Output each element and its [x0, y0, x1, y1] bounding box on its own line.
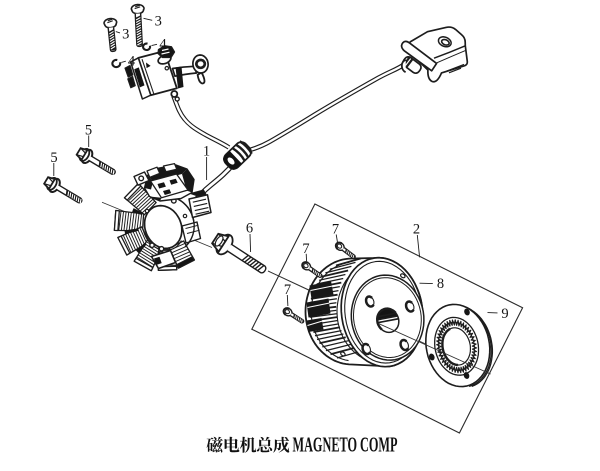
svg-text:4: 4	[128, 53, 136, 69]
svg-text:5: 5	[85, 122, 92, 138]
svg-text:MAGNETO COMP: MAGNETO COMP	[293, 433, 398, 457]
svg-text:3: 3	[155, 13, 162, 29]
svg-text:6: 6	[246, 220, 253, 236]
svg-text:5: 5	[50, 150, 57, 166]
svg-text:7: 7	[332, 221, 339, 237]
svg-text:7: 7	[284, 282, 291, 298]
svg-text:9: 9	[501, 306, 508, 322]
svg-text:7: 7	[302, 241, 309, 257]
svg-text:2: 2	[413, 221, 420, 237]
svg-text:4: 4	[159, 36, 167, 52]
svg-text:3: 3	[122, 26, 129, 42]
svg-text:8: 8	[437, 276, 444, 292]
svg-text:1: 1	[203, 143, 210, 159]
